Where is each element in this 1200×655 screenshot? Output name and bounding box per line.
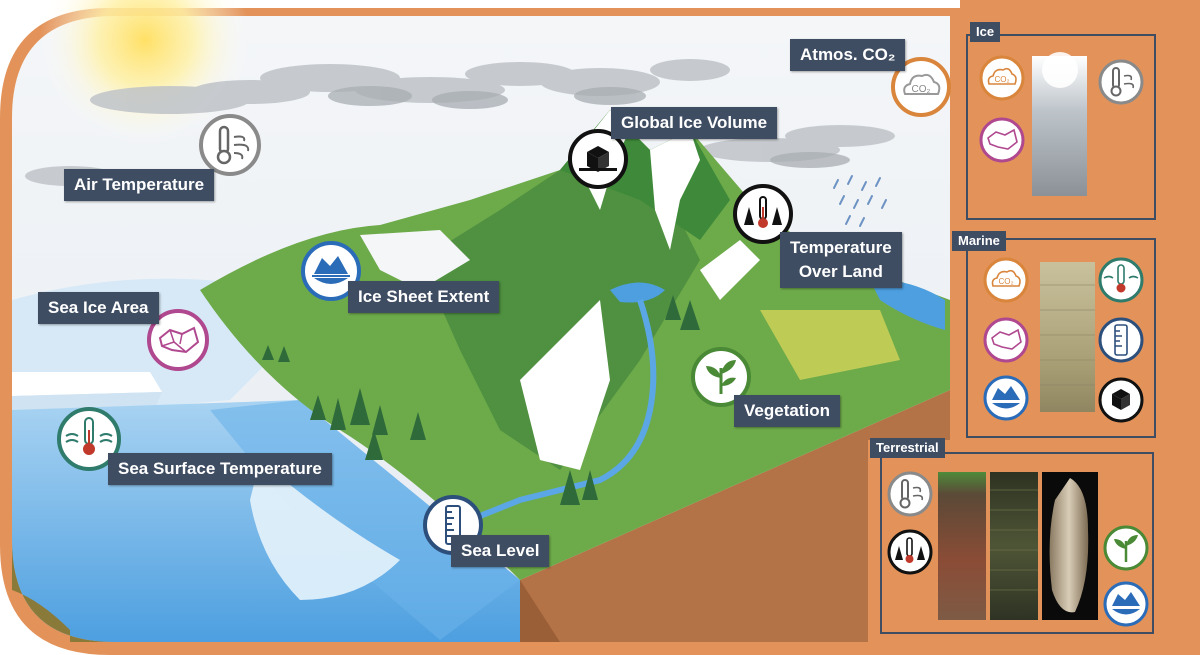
vegetation-label: Vegetation: [734, 395, 840, 427]
sea-surface-temperature-label: Sea Surface Temperature: [108, 453, 332, 485]
marine-panel-sea-level-icon: [1098, 317, 1144, 363]
temperature-over-land-icon: [733, 184, 793, 244]
ice-panel-sea-ice-icon: [979, 117, 1025, 163]
svg-text:CO₂: CO₂: [912, 84, 931, 95]
marine-panel-co2-icon: CO₂: [983, 257, 1029, 303]
sea-ice-area-icon: [147, 309, 209, 371]
terrestrial-panel-title: Terrestrial: [870, 438, 945, 458]
terrestrial-panel-ice-sheet-icon: [1103, 581, 1149, 627]
ice-sheet-extent-label: Ice Sheet Extent: [348, 281, 500, 313]
global-ice-volume-icon: [568, 129, 628, 189]
marine-panel-sst-icon: [1098, 257, 1144, 303]
sea-level-label: Sea Level: [451, 535, 550, 567]
ice-panel: [966, 34, 1156, 220]
terrestrial-panel-air-temperature-icon: [887, 471, 933, 517]
vegetation-icon: [691, 347, 751, 407]
terrestrial-panel-vegetation-icon: [1103, 525, 1149, 571]
air-temperature-icon: [199, 114, 261, 176]
atmos-co2-icon: CO₂: [891, 57, 951, 117]
marine-panel-sea-ice-icon: [983, 317, 1029, 363]
temperature-over-land-line-2: Over Land: [798, 262, 883, 281]
air-temperature-label: Air Temperature: [64, 169, 215, 201]
svg-text:CO₂: CO₂: [994, 75, 1009, 84]
marine-panel: [966, 238, 1156, 438]
temperature-over-land-label: Temperature Over Land: [780, 232, 902, 288]
global-ice-volume-label: Global Ice Volume: [611, 107, 778, 139]
sea-surface-temperature-icon: [57, 407, 121, 471]
terrestrial-panel: [880, 452, 1154, 634]
sea-ice-area-label: Sea Ice Area: [38, 292, 159, 324]
terrestrial-panel-temperature-over-land-icon: [887, 529, 933, 575]
atmos-co2-label: Atmos. CO₂: [790, 39, 906, 71]
marine-panel-ice-sheet-icon: [983, 375, 1029, 421]
temperature-over-land-line-1: Temperature: [790, 238, 892, 257]
ice-panel-co2-icon: CO₂: [979, 55, 1025, 101]
ice-panel-title: Ice: [970, 22, 1001, 42]
ice-panel-air-temperature-icon: [1098, 59, 1144, 105]
marine-panel-title: Marine: [952, 231, 1006, 251]
marine-panel-global-ice-volume-icon: [1098, 377, 1144, 423]
svg-text:CO₂: CO₂: [998, 277, 1013, 286]
ice-sheet-extent-icon: [301, 241, 361, 301]
